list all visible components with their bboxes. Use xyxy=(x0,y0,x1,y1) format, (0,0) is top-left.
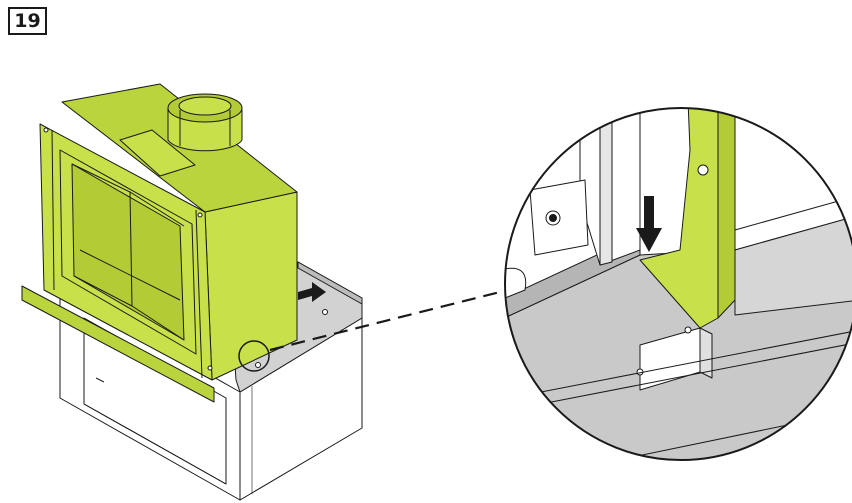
zoom-detail xyxy=(504,107,852,461)
main-assembly xyxy=(21,83,363,501)
detail-leader-line xyxy=(269,288,509,352)
top-plate xyxy=(119,129,196,177)
insert-top xyxy=(61,83,298,213)
arrow-down-icon xyxy=(636,196,662,252)
front-bottom-bar xyxy=(21,285,215,403)
step-number-badge: 19 xyxy=(8,7,47,35)
detail-callout-circle xyxy=(238,340,270,372)
flue-collar xyxy=(167,93,243,152)
arrow-right-icon xyxy=(298,282,326,302)
zoom-circle-border xyxy=(504,107,852,461)
